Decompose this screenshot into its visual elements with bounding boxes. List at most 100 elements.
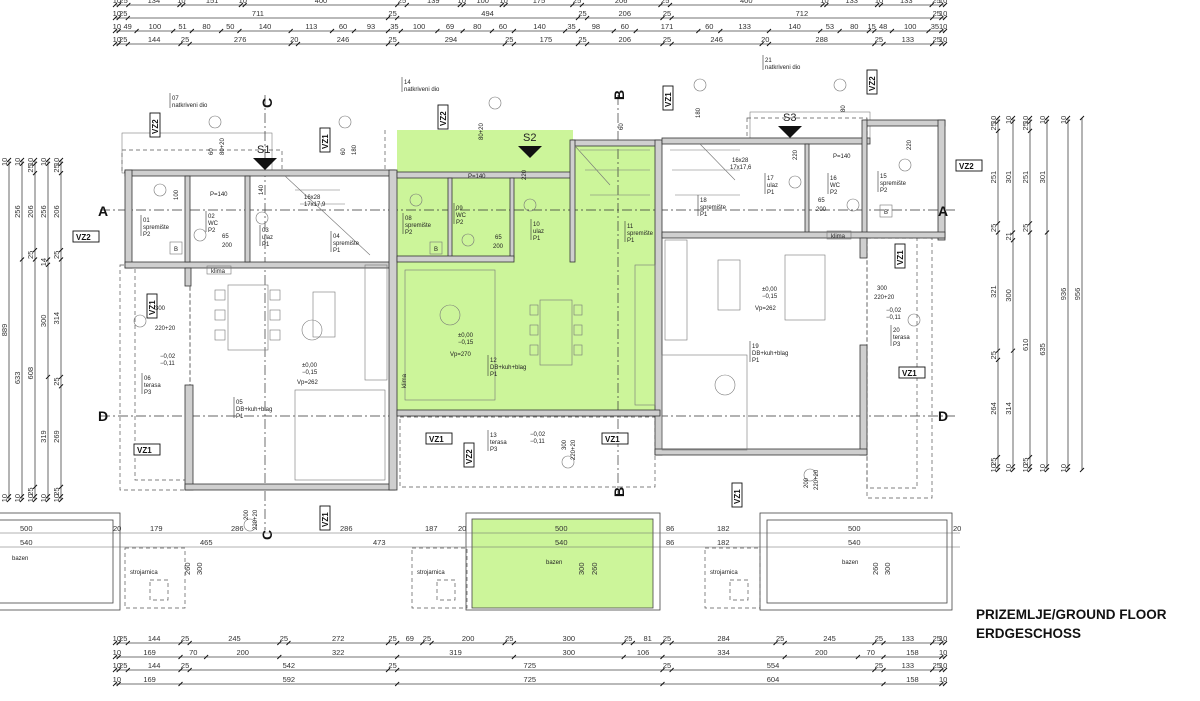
dim-tick xyxy=(942,2,948,8)
door-width: 100 xyxy=(174,189,180,200)
room-name: natkriveni dio xyxy=(404,87,440,93)
dim-tick xyxy=(938,667,944,673)
dim-value: 25 xyxy=(181,661,189,670)
dim-tick xyxy=(611,28,617,34)
pool-dim: 20 xyxy=(953,524,961,533)
dim-tick xyxy=(942,15,948,21)
dim-value: 25 xyxy=(181,35,189,44)
dim-value: 206 xyxy=(26,205,35,218)
opening-width: 300 xyxy=(562,439,568,450)
dim-value: 10 xyxy=(1004,464,1013,472)
dim-value: 140 xyxy=(259,22,272,31)
dim-tick xyxy=(995,128,1001,134)
dim-value: 35 xyxy=(567,22,575,31)
pool-dim: 286 xyxy=(340,524,353,533)
room-num: 04 xyxy=(333,234,340,240)
dim-tick xyxy=(58,257,64,262)
dim-tick xyxy=(125,15,131,21)
dim-value: 25 xyxy=(624,634,632,643)
room-num: 03 xyxy=(262,228,269,234)
room-name: ulaz xyxy=(533,229,544,235)
dim-value: 133 xyxy=(902,35,915,44)
boiler-label: B xyxy=(434,247,438,253)
dim-value: 25 xyxy=(119,0,127,5)
level-value: ±0,00 xyxy=(762,287,778,293)
dim-tick xyxy=(58,170,64,176)
dim-tick xyxy=(460,28,466,34)
dim-tick xyxy=(116,2,122,8)
dim-tick xyxy=(19,497,25,503)
dim-tick xyxy=(621,654,627,660)
room-num: 18 xyxy=(700,198,707,204)
dim-tick xyxy=(218,28,224,34)
door-width: 140 xyxy=(259,184,265,195)
dim-value: 294 xyxy=(445,35,458,44)
dim-tick xyxy=(45,374,51,380)
dim-value: 100 xyxy=(904,22,917,31)
dim-value: 25 xyxy=(776,634,784,643)
dim-tick xyxy=(1065,467,1071,473)
dim-tick xyxy=(889,28,895,34)
room-floor: P2 xyxy=(456,220,464,226)
vz2-tag: VZ2 xyxy=(465,449,474,464)
dim-tick xyxy=(820,2,825,8)
plant-room-label: strojarnica xyxy=(130,570,158,576)
pool-dim: 540 xyxy=(20,538,33,547)
dim-tick xyxy=(45,257,51,262)
door-height: 200 xyxy=(493,244,504,250)
dim-tick xyxy=(926,28,931,34)
dim-tick xyxy=(660,15,665,21)
dim-value: 251 xyxy=(1021,171,1030,184)
dim-value: 144 xyxy=(148,35,161,44)
dim-value: 251 xyxy=(989,171,998,184)
dim-value: 113 xyxy=(305,22,317,31)
dim-value: 21 xyxy=(1004,232,1013,240)
dim-tick xyxy=(938,654,944,660)
dim-tick xyxy=(938,15,944,21)
dim-value: 10 xyxy=(820,0,828,5)
dim-tick xyxy=(938,41,944,47)
dim-value: 25 xyxy=(933,661,941,670)
room-name: natkriveni dio xyxy=(172,103,208,109)
room-name: spremište xyxy=(405,223,432,229)
dim-value: 25 xyxy=(1021,458,1030,466)
dim-value: 133 xyxy=(902,634,915,643)
dim-tick xyxy=(420,640,425,646)
section-s3-label: S3 xyxy=(783,112,796,124)
dim-tick xyxy=(1027,128,1033,134)
room-floor: P2 xyxy=(143,232,151,238)
dim-tick xyxy=(995,230,1001,235)
dim-tick xyxy=(881,667,886,673)
dim-tick xyxy=(1044,230,1050,235)
dim-tick xyxy=(942,41,948,47)
dim-tick xyxy=(938,2,944,8)
dim-tick xyxy=(584,41,590,47)
dim-value: 25 xyxy=(423,634,431,643)
pool-dim: 20 xyxy=(113,524,121,533)
opening-width: 200 xyxy=(244,509,250,520)
section-s1-arrow xyxy=(253,158,277,170)
dim-value: 206 xyxy=(615,0,628,5)
dim-tick xyxy=(189,28,195,34)
room-num: 05 xyxy=(236,400,243,406)
pool-dim: 179 xyxy=(150,524,163,533)
level-value: ±0,00 xyxy=(458,333,474,339)
dim-value: 25 xyxy=(505,634,513,643)
dim-value: 14 xyxy=(39,258,48,266)
room-num: 02 xyxy=(208,214,215,220)
dim-tick xyxy=(881,640,886,646)
room-name: ulaz xyxy=(767,183,778,189)
dim-value: 10 xyxy=(1021,116,1030,124)
dim-value: 98 xyxy=(592,22,600,31)
dim-tick xyxy=(187,640,193,646)
dim-tick xyxy=(394,667,400,673)
dim-value: 334 xyxy=(717,648,730,657)
dim-tick xyxy=(660,640,665,646)
parapet: P=140 xyxy=(468,174,486,180)
ceiling-height: Vp=262 xyxy=(297,380,319,386)
